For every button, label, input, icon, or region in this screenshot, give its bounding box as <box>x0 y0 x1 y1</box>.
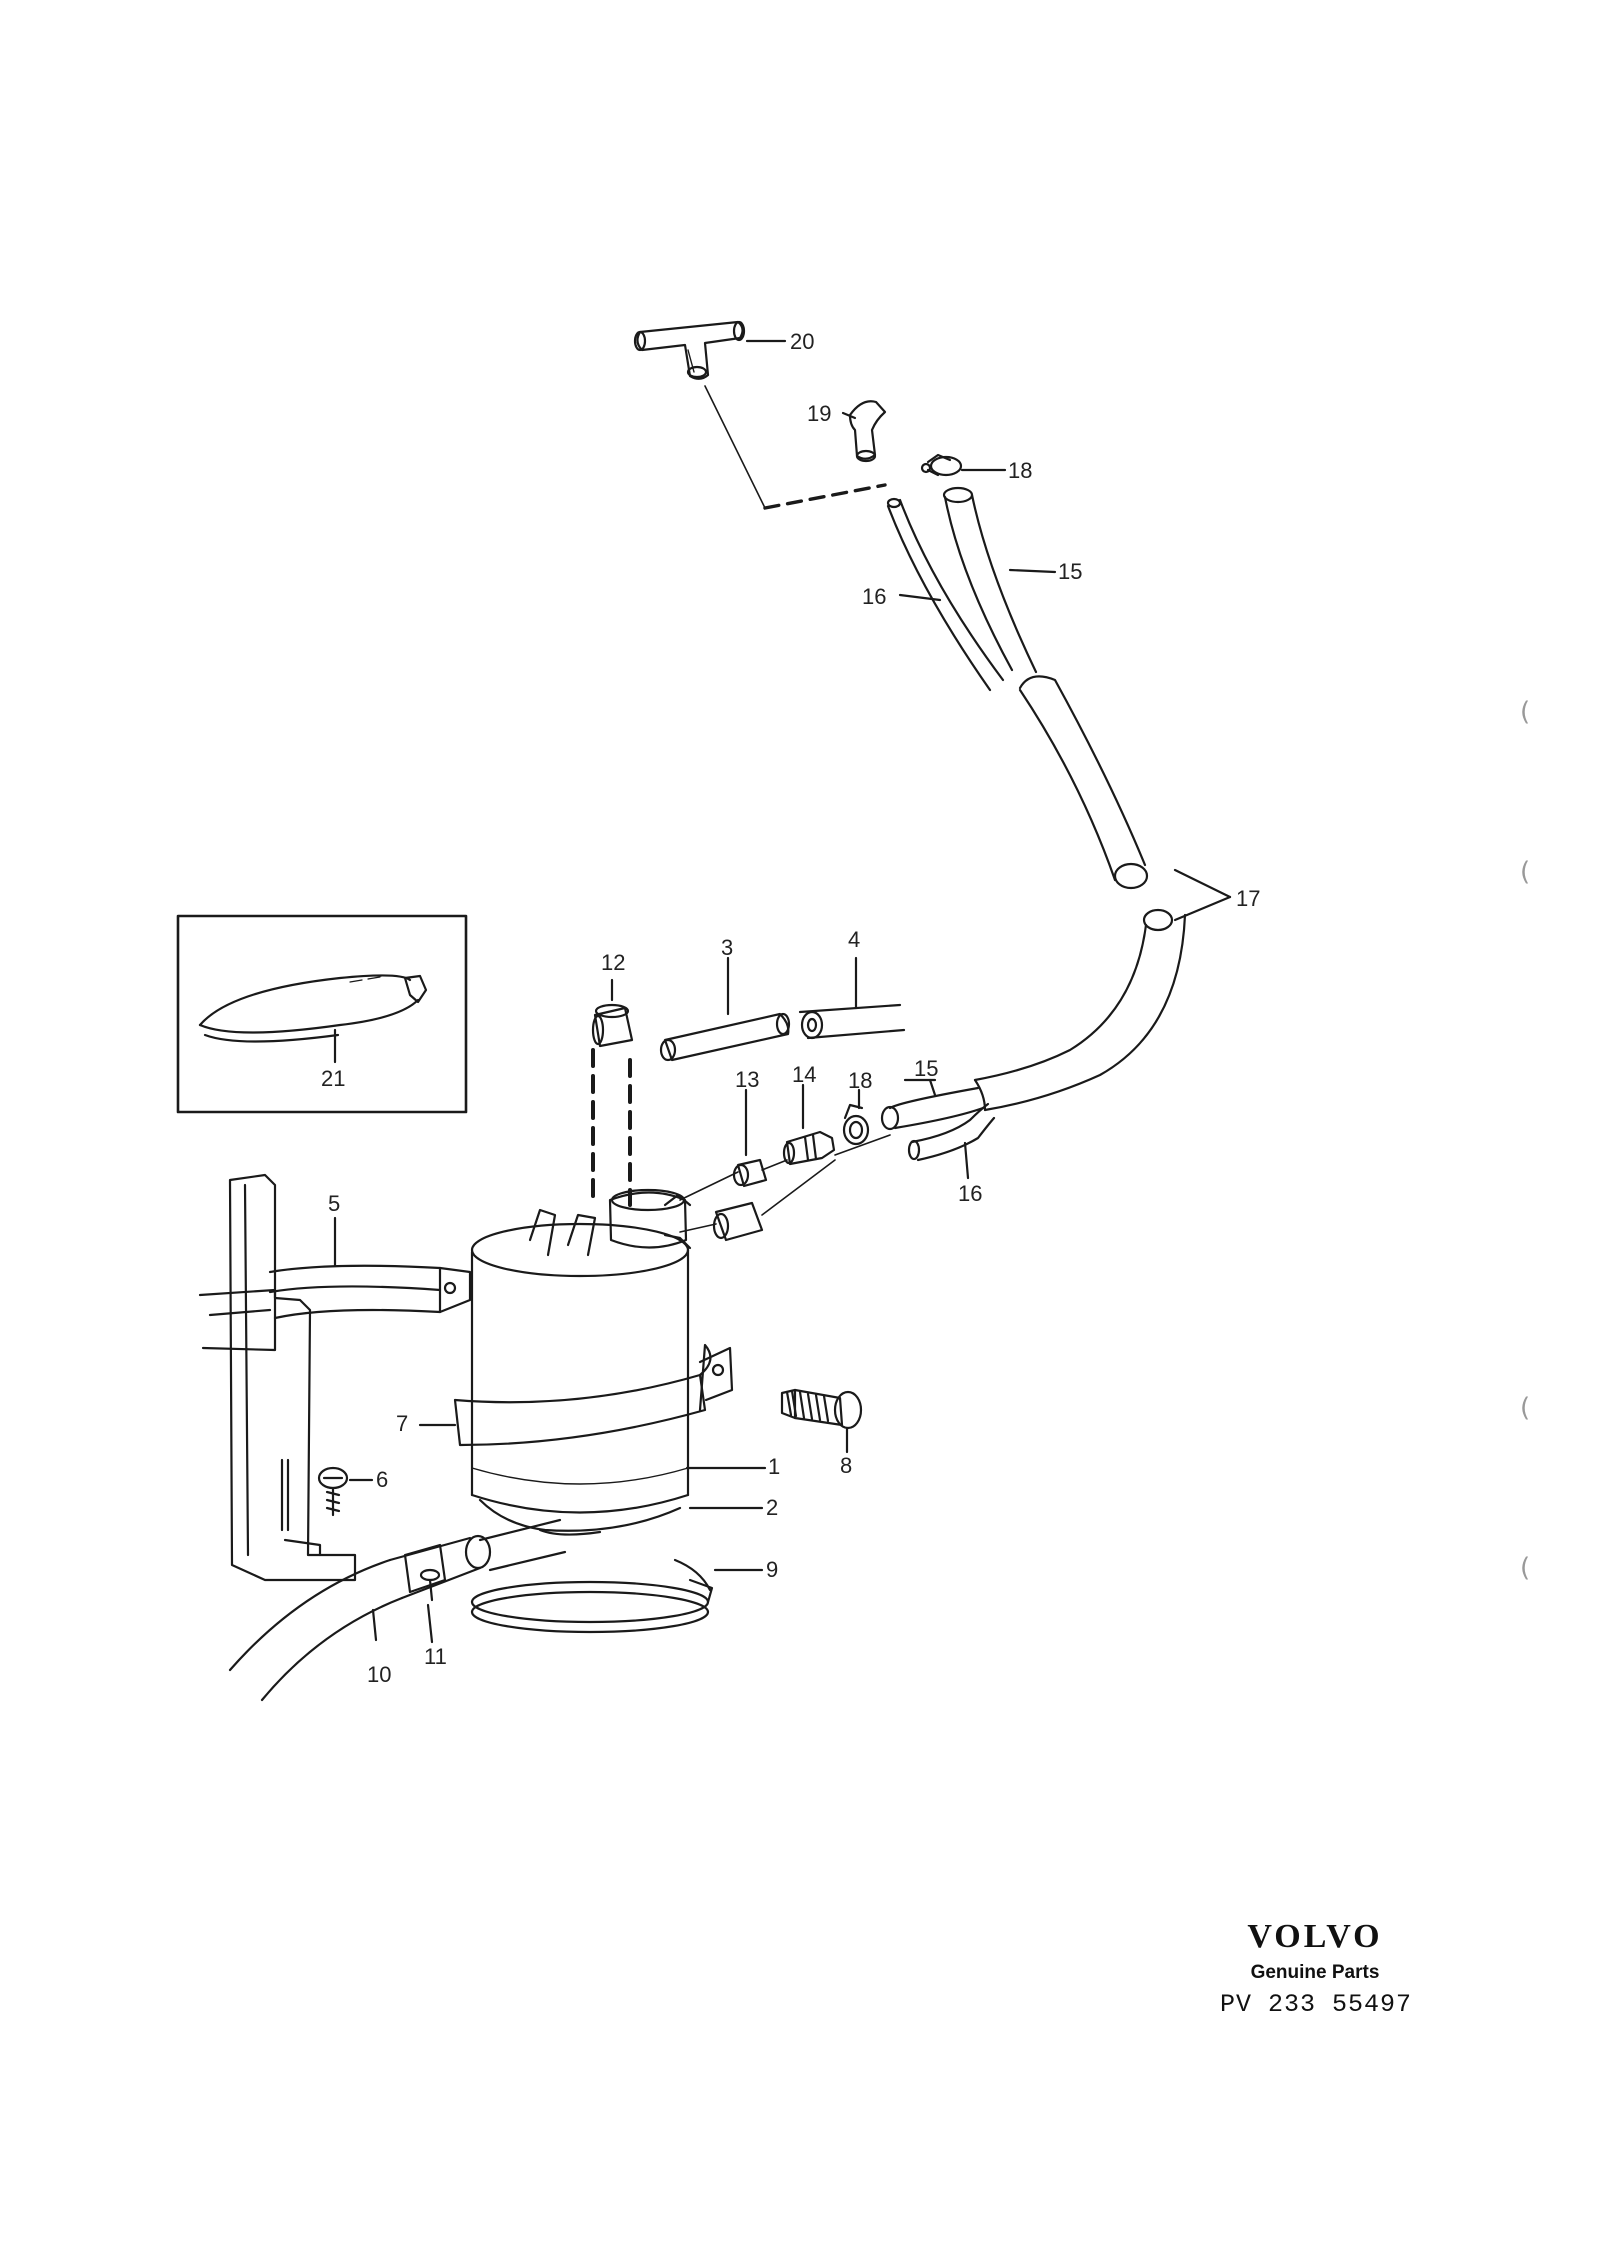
callout-2: 2 <box>766 1495 779 1520</box>
edge-mark: ( <box>1520 1553 1531 1583</box>
callout-6: 6 <box>376 1467 389 1492</box>
clamp-part-18-top <box>920 453 963 477</box>
base-ring-part-2 <box>478 1498 682 1536</box>
document-number: PV 233 55497 <box>1220 1990 1413 2019</box>
callout-18-lower: 18 <box>848 1068 873 1093</box>
brand-logo: VOLVO <box>1247 1918 1383 1955</box>
callout-3: 3 <box>721 935 734 960</box>
hose-part-16-lower <box>907 1102 996 1162</box>
clamp-part-18-lower <box>842 1103 870 1146</box>
callout-15-lower: 15 <box>914 1056 939 1081</box>
callout-10: 10 <box>367 1662 392 1687</box>
hose-piece-part-13 <box>712 1158 768 1242</box>
hose-part-4 <box>798 1003 906 1040</box>
hose-part-10 <box>228 1518 567 1702</box>
connector-part-14 <box>782 1130 836 1166</box>
callout-4: 4 <box>848 927 861 952</box>
callout-13: 13 <box>735 1067 760 1092</box>
callout-7: 7 <box>396 1411 409 1436</box>
hose-part-3 <box>659 1012 791 1062</box>
hose-part-15-top <box>942 486 1038 674</box>
callout-11: 11 <box>424 1644 447 1669</box>
hose-part-17-lower <box>973 908 1187 1112</box>
callout-21: 21 <box>321 1066 346 1091</box>
hose-part-16-top <box>886 497 1005 692</box>
callout-18-top: 18 <box>1008 458 1033 483</box>
screw-part-6 <box>317 1466 349 1517</box>
strap-part-7 <box>453 1343 734 1447</box>
grommet-part-12 <box>591 1003 634 1048</box>
hose-part-17-upper <box>1018 675 1149 890</box>
canister-part-1 <box>470 1188 692 1514</box>
callout-17: 17 <box>1236 886 1261 911</box>
t-connector-part-20 <box>633 320 746 380</box>
bracket-holder <box>198 1173 357 1582</box>
callout-16-lower: 16 <box>958 1181 983 1206</box>
bracket-band-part-5 <box>268 1264 472 1320</box>
callout-20: 20 <box>790 329 815 354</box>
callout-9: 9 <box>766 1557 779 1582</box>
hose-clamp-part-9 <box>470 1558 714 1634</box>
clamp-part-11 <box>403 1543 447 1602</box>
edge-mark: ( <box>1520 857 1531 887</box>
bolt-part-8 <box>780 1388 863 1430</box>
elbow-part-19 <box>848 400 887 463</box>
edge-mark: ( <box>1520 697 1531 727</box>
callout-5: 5 <box>328 1191 341 1216</box>
callout-8: 8 <box>840 1453 853 1478</box>
genuine-parts-label: Genuine Parts <box>1250 1962 1380 1983</box>
callout-12: 12 <box>601 950 626 975</box>
callout-15-top: 15 <box>1058 559 1083 584</box>
hose-part-15-lower <box>880 1086 985 1131</box>
callout-14: 14 <box>792 1062 817 1087</box>
callout-16-top: 16 <box>862 584 887 609</box>
edge-mark: ( <box>1520 1393 1531 1423</box>
callout-1: 1 <box>768 1454 781 1479</box>
inset-box-part-21 <box>176 914 468 1114</box>
callout-19: 19 <box>807 401 832 426</box>
